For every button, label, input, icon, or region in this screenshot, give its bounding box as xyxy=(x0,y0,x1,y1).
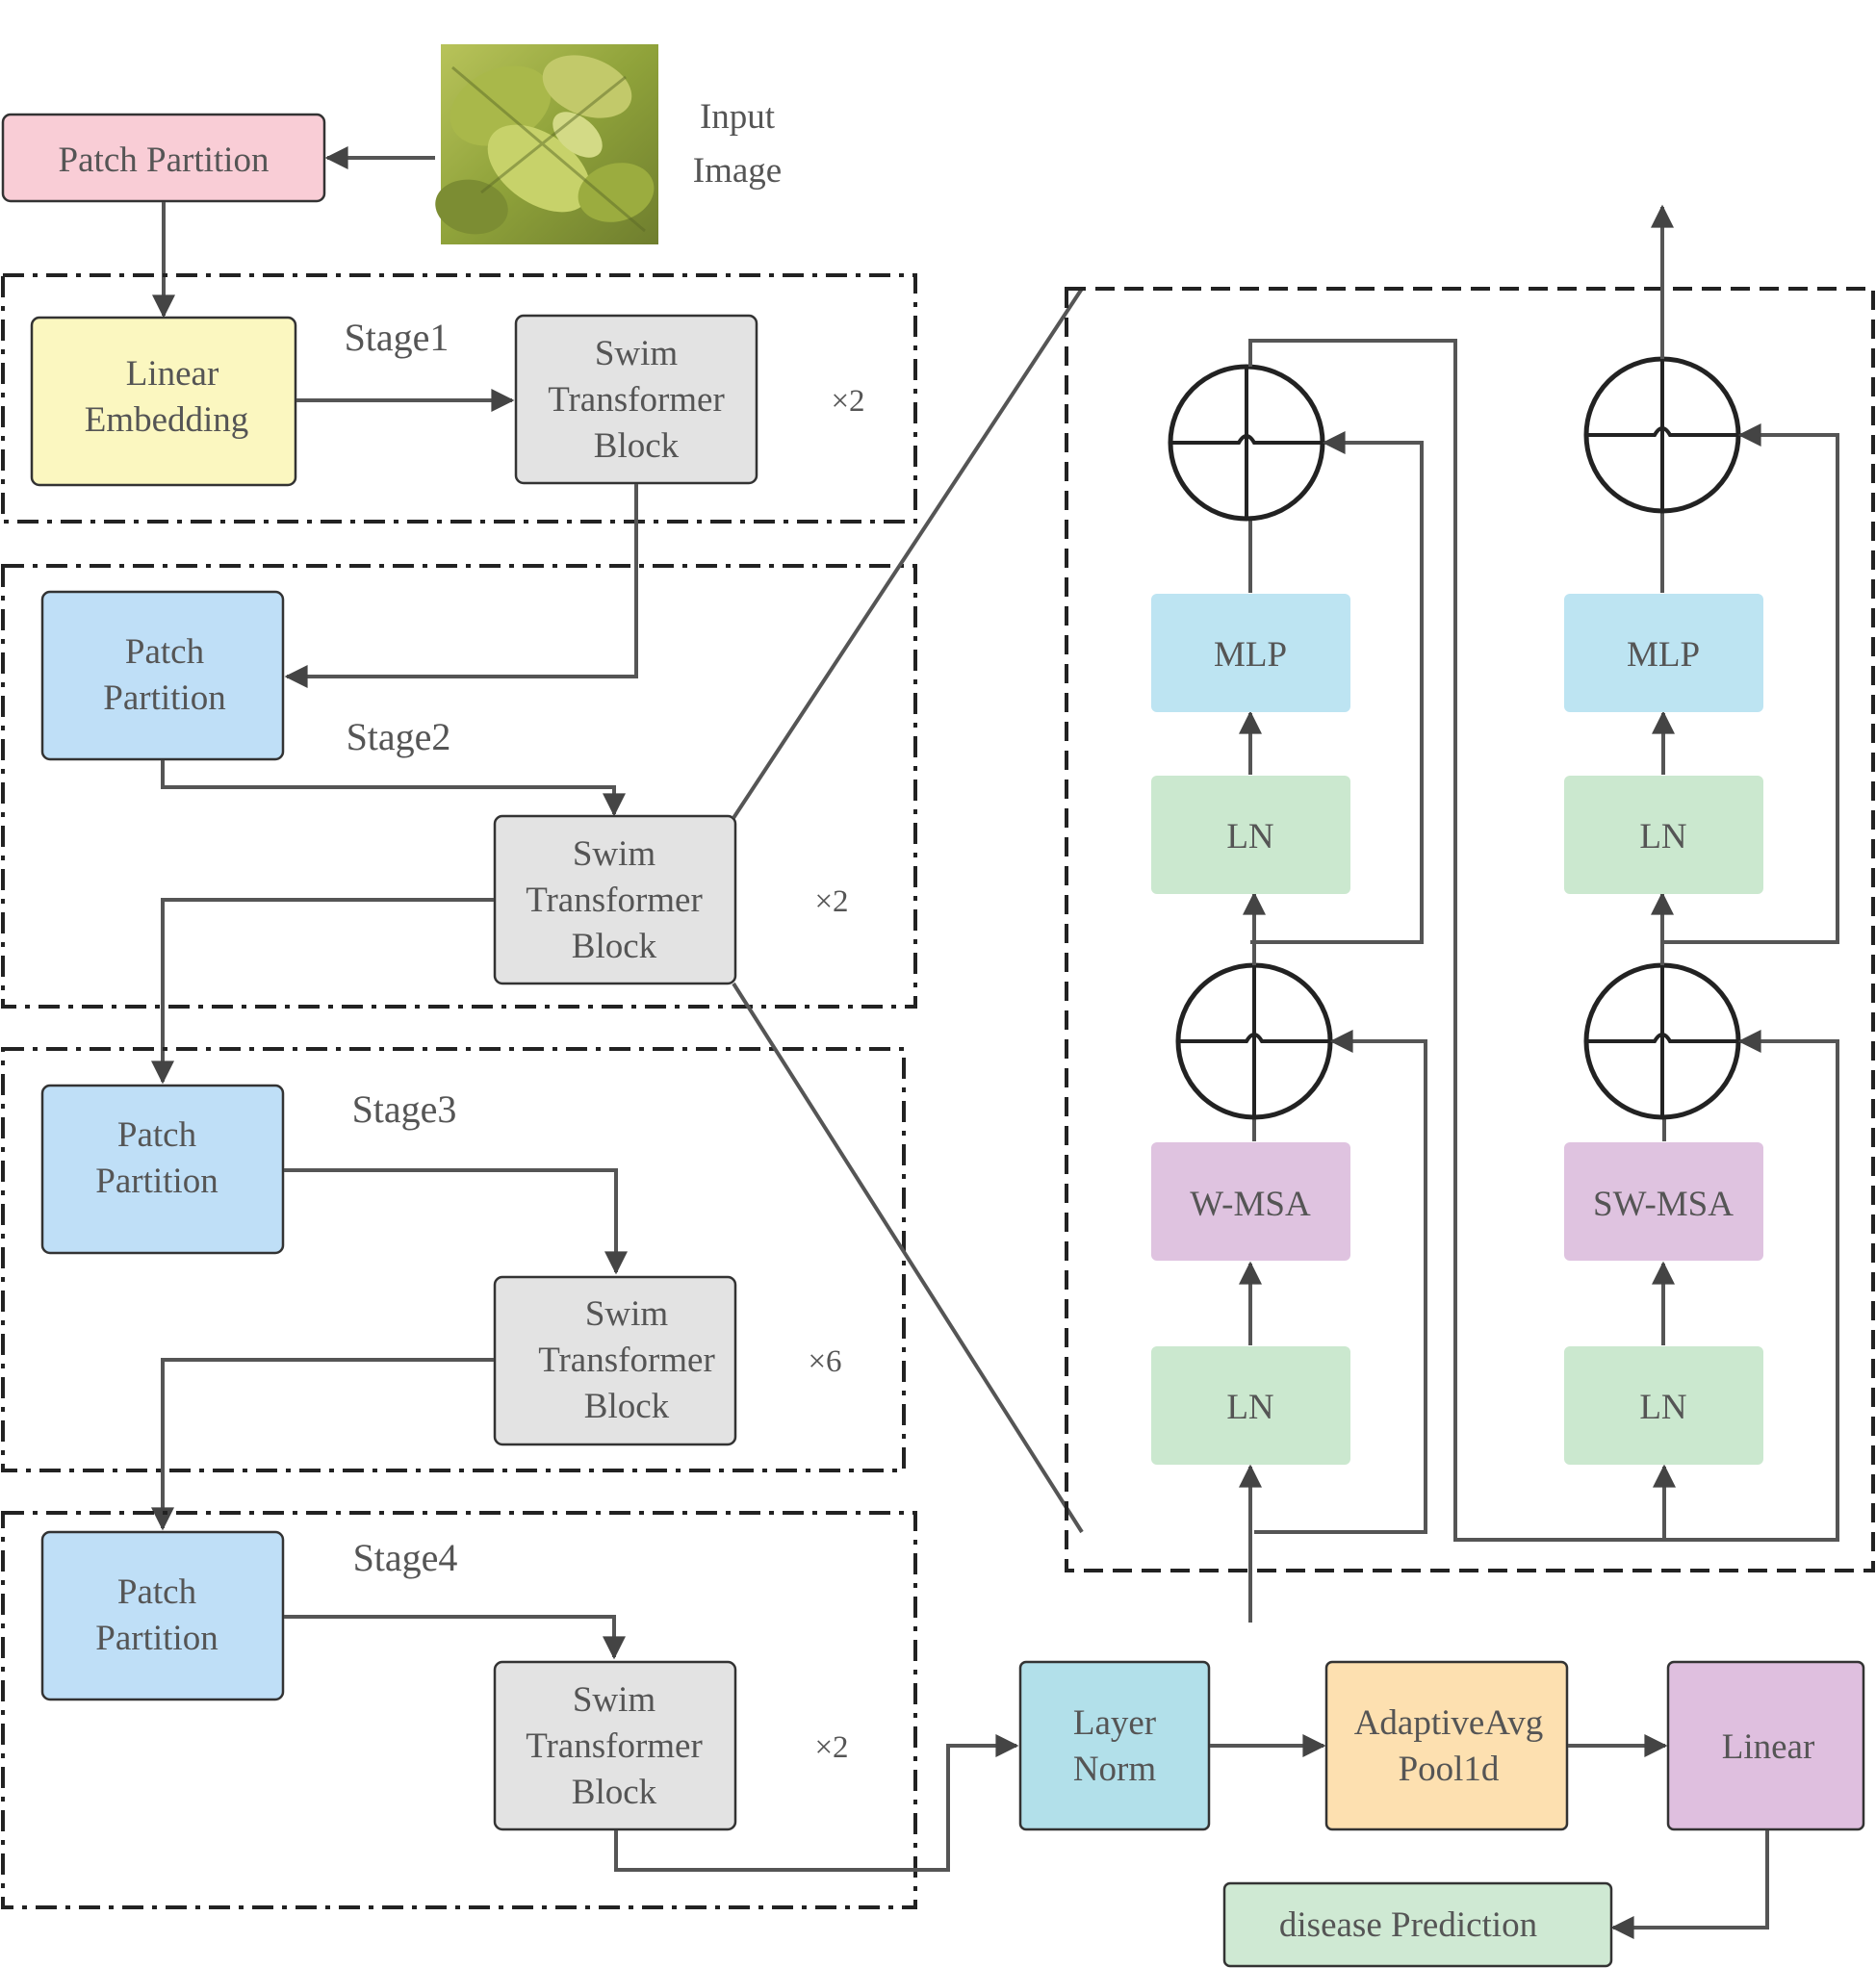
linear-embedding-line2: Embedding xyxy=(85,400,249,440)
stage2-patch-partition: Patch Partition xyxy=(40,590,285,761)
stage2-partition-line2: Partition xyxy=(103,678,225,718)
stage2-label: Stage2 xyxy=(347,715,451,758)
stage4-block-line2: Transformer xyxy=(526,1726,703,1766)
detail-left-wmsa: W-MSA xyxy=(1151,1142,1350,1261)
detail-left-skip-lower xyxy=(1254,1030,1427,1534)
stage4-repeat: ×2 xyxy=(814,1730,848,1765)
stage3-block-line3: Block xyxy=(584,1387,670,1426)
stage4-partition-line1: Patch xyxy=(117,1572,197,1612)
stage2-block-line1: Swim xyxy=(573,834,656,874)
disease-prediction-label: disease Prediction xyxy=(1279,1905,1537,1945)
detail-left-mlp-label: MLP xyxy=(1214,635,1287,675)
stage2-block-line2: Transformer xyxy=(526,881,703,920)
stage4-patch-partition: Patch Partition xyxy=(40,1530,285,1701)
detail-left-add-upper xyxy=(1168,364,1325,522)
detail-right-ln-bottom-label: LN xyxy=(1639,1388,1686,1427)
detail-left-ln-top-label: LN xyxy=(1226,817,1273,856)
stage1-repeat: ×2 xyxy=(831,384,864,419)
patch-partition-top: Patch Partition xyxy=(1,113,326,203)
stage1-block-line3: Block xyxy=(594,426,680,466)
zoom-line-bottom xyxy=(732,982,1084,1534)
detail-right-mlp: MLP xyxy=(1564,594,1763,712)
detail-right-add-lower xyxy=(1583,962,1741,1120)
linear-embedding-box: Linear Embedding xyxy=(30,316,297,487)
detail-frame xyxy=(1065,287,1875,1572)
detail-left-wmsa-label: W-MSA xyxy=(1190,1185,1311,1224)
stage4-label: Stage4 xyxy=(353,1536,458,1579)
detail-left-ln-bottom: LN xyxy=(1151,1346,1350,1465)
adaptive-avg-pool-box: AdaptiveAvg Pool1d xyxy=(1324,1660,1569,1831)
stage1-block-line1: Swim xyxy=(595,334,679,373)
pool-line2: Pool1d xyxy=(1399,1750,1500,1789)
arrow-linear-to-prediction xyxy=(1610,1830,1769,1939)
stage2-frame xyxy=(1,564,917,1009)
stage4-swin-block: Swim Transformer Block xyxy=(493,1660,737,1831)
arrow-partition3-to-block3 xyxy=(284,1168,628,1275)
linear-embedding-line1: Linear xyxy=(126,354,219,394)
stage2-swin-block: Swim Transformer Block xyxy=(493,814,737,985)
stage1-block-line2: Transformer xyxy=(548,380,725,420)
detail-right-skip-upper xyxy=(1662,423,1839,944)
stage3-label: Stage3 xyxy=(352,1087,457,1131)
arrow-stage1-to-stage2 xyxy=(284,484,638,688)
stage2-repeat: ×2 xyxy=(814,884,848,919)
detail-left-skip-upper xyxy=(1250,431,1424,944)
detail-left-ln-top: LN xyxy=(1151,776,1350,894)
input-image-label-line1: Input xyxy=(700,97,776,137)
detail-right-add-upper xyxy=(1583,356,1741,514)
stage3-block-line1: Swim xyxy=(585,1294,669,1334)
detail-right-ln-bottom: LN xyxy=(1564,1346,1763,1465)
pool-line1: AdaptiveAvg xyxy=(1354,1703,1544,1743)
detail-right-ln-top: LN xyxy=(1564,776,1763,894)
stage3-repeat: ×6 xyxy=(808,1344,841,1379)
layer-norm-line1: Layer xyxy=(1073,1703,1156,1743)
stage4-partition-line2: Partition xyxy=(95,1619,218,1658)
detail-right-mlp-label: MLP xyxy=(1627,635,1700,675)
stage3-swin-block: Swim Transformer Block xyxy=(493,1275,737,1446)
stage4-frame xyxy=(1,1511,917,1909)
linear-label: Linear xyxy=(1722,1727,1815,1767)
stage1-label: Stage1 xyxy=(345,316,450,359)
arrow-stage3-to-stage4 xyxy=(151,1358,494,1531)
stage3-partition-line2: Partition xyxy=(95,1162,218,1201)
arrow-partition2-to-block2 xyxy=(161,760,626,817)
stage2-partition-line1: Patch xyxy=(125,632,205,672)
detail-left-add-lower xyxy=(1175,962,1333,1120)
detail-right-swmsa-label: SW-MSA xyxy=(1593,1185,1734,1224)
stage3-patch-partition: Patch Partition xyxy=(40,1084,285,1255)
zoom-line-top xyxy=(732,287,1084,820)
detail-right-ln-top-label: LN xyxy=(1639,817,1686,856)
patch-partition-top-label: Patch Partition xyxy=(59,141,270,180)
stage3-frame xyxy=(1,1047,906,1472)
stage1-swin-block: Swim Transformer Block xyxy=(514,314,758,485)
arrow-stage2-to-stage3 xyxy=(151,898,494,1085)
input-image-label-line2: Image xyxy=(693,151,782,191)
input-leaf-image xyxy=(435,44,658,244)
stage2-block-line3: Block xyxy=(572,927,657,966)
arrow-partition4-to-block4 xyxy=(284,1615,626,1660)
layer-norm-line2: Norm xyxy=(1073,1750,1157,1789)
linear-box: Linear xyxy=(1666,1660,1865,1831)
detail-right-skip-lower xyxy=(1662,1030,1839,1542)
stage4-block-line1: Swim xyxy=(573,1680,656,1720)
detail-left-mlp: MLP xyxy=(1151,594,1350,712)
stage3-partition-line1: Patch xyxy=(117,1115,197,1155)
stage4-block-line3: Block xyxy=(572,1773,657,1812)
detail-left-ln-bottom-label: LN xyxy=(1226,1388,1273,1427)
stage1-frame xyxy=(1,273,917,524)
arrow-stage4-to-layernorm xyxy=(614,1734,1019,1872)
detail-right-swmsa: SW-MSA xyxy=(1564,1142,1763,1261)
layer-norm-box: Layer Norm xyxy=(1018,1660,1211,1831)
stage3-block-line2: Transformer xyxy=(538,1341,715,1380)
disease-prediction-box: disease Prediction xyxy=(1222,1881,1613,1968)
detail-connector-left-to-right xyxy=(1248,339,1662,1542)
